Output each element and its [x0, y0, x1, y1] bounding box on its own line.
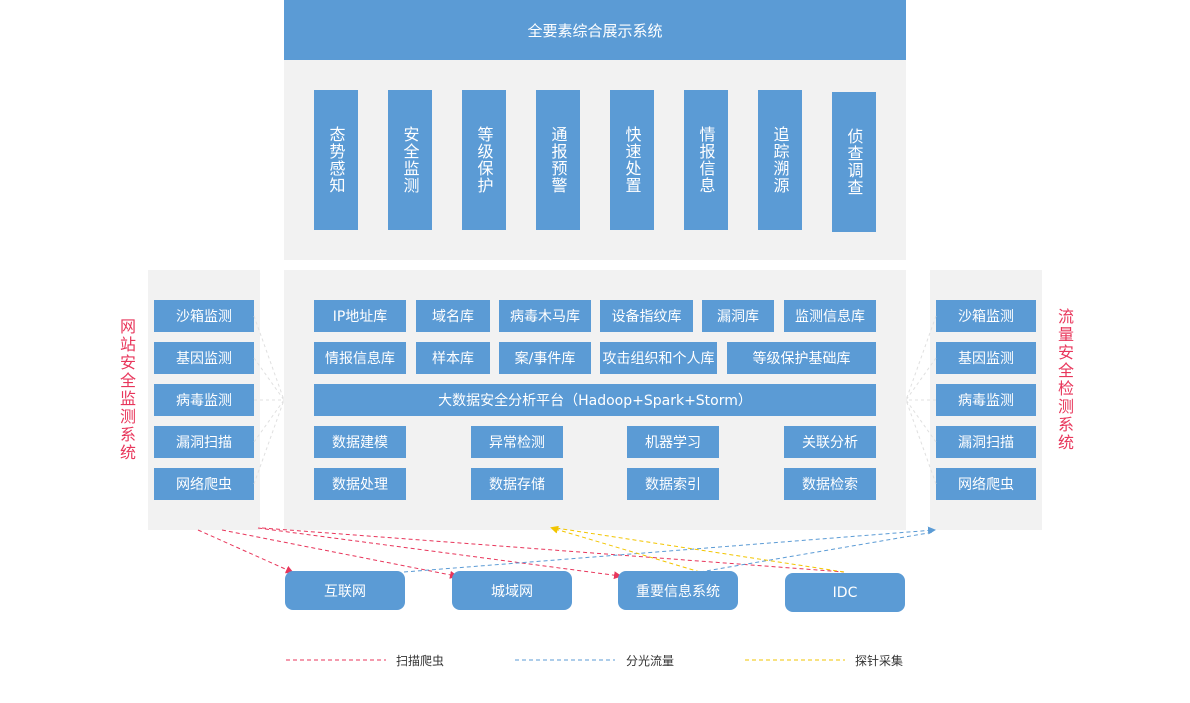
db-vulnerability[interactable]: 漏洞库 — [702, 300, 774, 332]
analysis-anomaly-detection[interactable]: 异常检测 — [471, 426, 563, 458]
db-monitoring-info[interactable]: 监测信息库 — [784, 300, 876, 332]
left-virus-monitoring[interactable]: 病毒监测 — [154, 384, 254, 416]
legend-label-probe: 探针采集 — [855, 654, 904, 668]
page-title: 全要素综合展示系统 — [284, 0, 906, 60]
analysis-machine-learning[interactable]: 机器学习 — [627, 426, 719, 458]
db-ip-address[interactable]: IP地址库 — [314, 300, 406, 332]
module-level-protection[interactable]: 等级保护 — [462, 90, 506, 230]
module-security-monitoring[interactable]: 安全监测 — [388, 90, 432, 230]
right-system-label: 流量安全检测系统 — [1055, 308, 1074, 452]
big-data-platform[interactable]: 大数据安全分析平台（Hadoop+Spark+Storm） — [314, 384, 876, 416]
db-level-protection[interactable]: 等级保护基础库 — [727, 342, 876, 374]
yellow-probe-lines — [550, 525, 845, 573]
db-virus-trojan[interactable]: 病毒木马库 — [499, 300, 591, 332]
db-case-event[interactable]: 案/事件库 — [499, 342, 591, 374]
legend-label-traffic: 分光流量 — [626, 654, 675, 668]
left-gene-monitoring[interactable]: 基因监测 — [154, 342, 254, 374]
analysis-correlation[interactable]: 关联分析 — [784, 426, 876, 458]
network-idc[interactable]: IDC — [785, 573, 905, 612]
blue-traffic-lines — [403, 526, 936, 573]
legend-label-scan: 扫描爬虫 — [396, 654, 445, 668]
module-rapid-response[interactable]: 快速处置 — [610, 90, 654, 230]
module-investigation[interactable]: 侦查调查 — [832, 92, 876, 232]
db-intelligence[interactable]: 情报信息库 — [314, 342, 406, 374]
analysis-data-processing[interactable]: 数据处理 — [314, 468, 406, 500]
red-scan-lines — [197, 527, 845, 580]
module-trace-source[interactable]: 追踪溯源 — [758, 90, 802, 230]
analysis-data-modeling[interactable]: 数据建模 — [314, 426, 406, 458]
network-internet[interactable]: 互联网 — [285, 571, 405, 610]
right-vulnerability-scan[interactable]: 漏洞扫描 — [936, 426, 1036, 458]
right-web-crawler[interactable]: 网络爬虫 — [936, 468, 1036, 500]
db-device-fingerprint[interactable]: 设备指纹库 — [600, 300, 693, 332]
top-modules-panel — [284, 60, 906, 260]
analysis-data-index[interactable]: 数据索引 — [627, 468, 719, 500]
db-attack-organization[interactable]: 攻击组织和个人库 — [600, 342, 717, 374]
network-metro[interactable]: 城域网 — [452, 571, 572, 610]
side-connectors — [253, 315, 937, 485]
module-intelligence-info[interactable]: 情报信息 — [684, 90, 728, 230]
db-domain[interactable]: 域名库 — [416, 300, 490, 332]
module-alert-notification[interactable]: 通报预警 — [536, 90, 580, 230]
analysis-data-storage[interactable]: 数据存储 — [471, 468, 563, 500]
db-sample[interactable]: 样本库 — [416, 342, 490, 374]
left-web-crawler[interactable]: 网络爬虫 — [154, 468, 254, 500]
network-critical-systems[interactable]: 重要信息系统 — [618, 571, 738, 610]
analysis-data-retrieval[interactable]: 数据检索 — [784, 468, 876, 500]
left-vulnerability-scan[interactable]: 漏洞扫描 — [154, 426, 254, 458]
left-system-label: 网站安全监测系统 — [117, 318, 136, 462]
module-situation-awareness[interactable]: 态势感知 — [314, 90, 358, 230]
left-sandbox-monitoring[interactable]: 沙箱监测 — [154, 300, 254, 332]
right-virus-monitoring[interactable]: 病毒监测 — [936, 384, 1036, 416]
right-gene-monitoring[interactable]: 基因监测 — [936, 342, 1036, 374]
right-sandbox-monitoring[interactable]: 沙箱监测 — [936, 300, 1036, 332]
